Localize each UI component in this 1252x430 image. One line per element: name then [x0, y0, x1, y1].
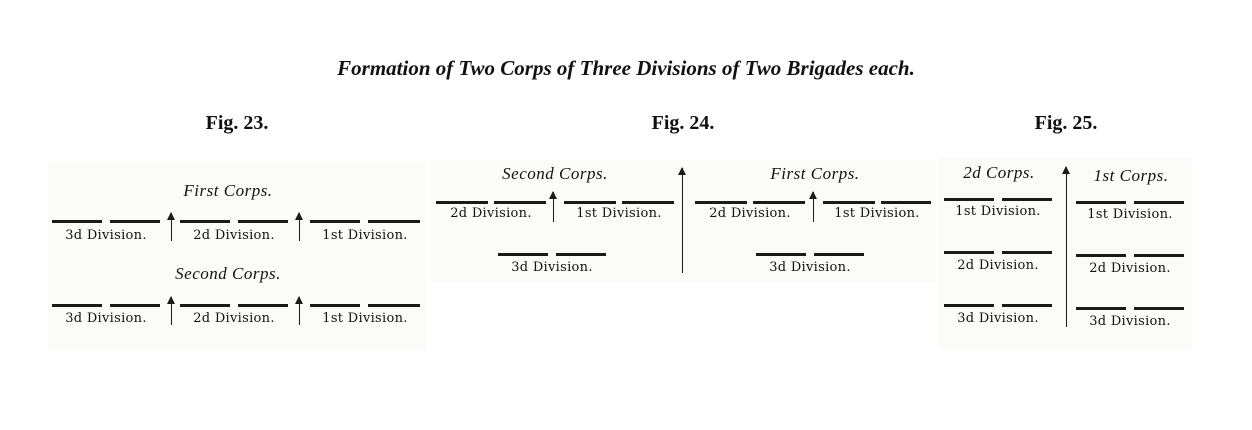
direction-arrow-icon [678, 167, 686, 273]
fig-23-diagram: First Corps. 3d Division. 2d Division. 1… [48, 163, 426, 350]
division-label-1st: 1st Division. [1087, 207, 1173, 222]
direction-arrow-icon [295, 296, 303, 325]
fig-25-label: Fig. 25. [1034, 112, 1098, 134]
brigade-line [110, 220, 160, 223]
division-label-3d: 3d Division. [957, 311, 1039, 326]
division-label-3d: 3d Division. [511, 260, 593, 275]
brigade-line [556, 253, 606, 256]
brigade-line [1134, 254, 1184, 257]
brigade-line [881, 201, 931, 204]
division-label-1st: 1st Division. [576, 206, 662, 221]
brigade-line [368, 304, 420, 307]
brigade-line [498, 253, 548, 256]
brigade-line [944, 251, 994, 254]
brigade-line [814, 253, 864, 256]
brigade-line [180, 304, 230, 307]
brigade-line [238, 304, 288, 307]
brigade-line [753, 201, 805, 204]
brigade-line [310, 304, 360, 307]
fig-24-label: Fig. 24. [651, 112, 715, 134]
direction-arrow-icon [549, 191, 557, 222]
brigade-line [1076, 307, 1126, 310]
second-corps-label: Second Corps. [502, 164, 608, 183]
division-label-2d: 2d Division. [450, 206, 532, 221]
division-label-3d: 3d Division. [769, 260, 851, 275]
brigade-line [180, 220, 230, 223]
brigade-line [823, 201, 875, 204]
brigade-line [1002, 251, 1052, 254]
fig-24-diagram: Second Corps. 2d Division. 1st Division.… [430, 160, 936, 282]
division-label-1st: 1st Division. [955, 204, 1041, 219]
brigade-line [944, 304, 994, 307]
brigade-line [1002, 304, 1052, 307]
first-corps-label: First Corps. [183, 181, 273, 200]
division-label-3d: 3d Division. [65, 311, 147, 326]
brigade-line [110, 304, 160, 307]
brigade-line [756, 253, 806, 256]
division-label-3d: 3d Division. [65, 228, 147, 243]
direction-arrow-icon [167, 296, 175, 325]
brigade-line [695, 201, 747, 204]
fig-23-label: Fig. 23. [205, 112, 269, 134]
division-label-2d: 2d Division. [709, 206, 791, 221]
brigade-line [368, 220, 420, 223]
division-label-1st: 1st Division. [322, 228, 408, 243]
brigade-line [52, 304, 102, 307]
division-label-1st: 1st Division. [322, 311, 408, 326]
brigade-line [1002, 198, 1052, 201]
division-label-2d: 2d Division. [193, 228, 275, 243]
direction-arrow-icon [167, 212, 175, 241]
first-corps-label: First Corps. [770, 164, 860, 183]
brigade-line [1076, 201, 1126, 204]
brigade-line [494, 201, 546, 204]
second-corps-label: Second Corps. [175, 264, 281, 283]
division-label-2d: 2d Division. [1089, 261, 1171, 276]
division-label-2d: 2d Division. [193, 311, 275, 326]
fig-25-diagram: 2d Corps. 1st Division. 2d Division. 3d … [938, 158, 1192, 350]
direction-arrow-icon [295, 212, 303, 241]
division-label-3d: 3d Division. [1089, 314, 1171, 329]
first-corps-label: 1st Corps. [1093, 166, 1169, 185]
division-label-2d: 2d Division. [957, 258, 1039, 273]
brigade-line [52, 220, 102, 223]
brigade-line [1076, 254, 1126, 257]
brigade-line [1134, 307, 1184, 310]
division-label-1st: 1st Division. [834, 206, 920, 221]
direction-arrow-icon [1062, 166, 1070, 327]
brigade-line [564, 201, 616, 204]
brigade-line [622, 201, 674, 204]
brigade-line [1134, 201, 1184, 204]
brigade-line [436, 201, 488, 204]
brigade-line [944, 198, 994, 201]
brigade-line [310, 220, 360, 223]
brigade-line [238, 220, 288, 223]
page-title: Formation of Two Corps of Three Division… [337, 56, 915, 80]
second-corps-label: 2d Corps. [963, 163, 1035, 182]
direction-arrow-icon [809, 191, 817, 222]
